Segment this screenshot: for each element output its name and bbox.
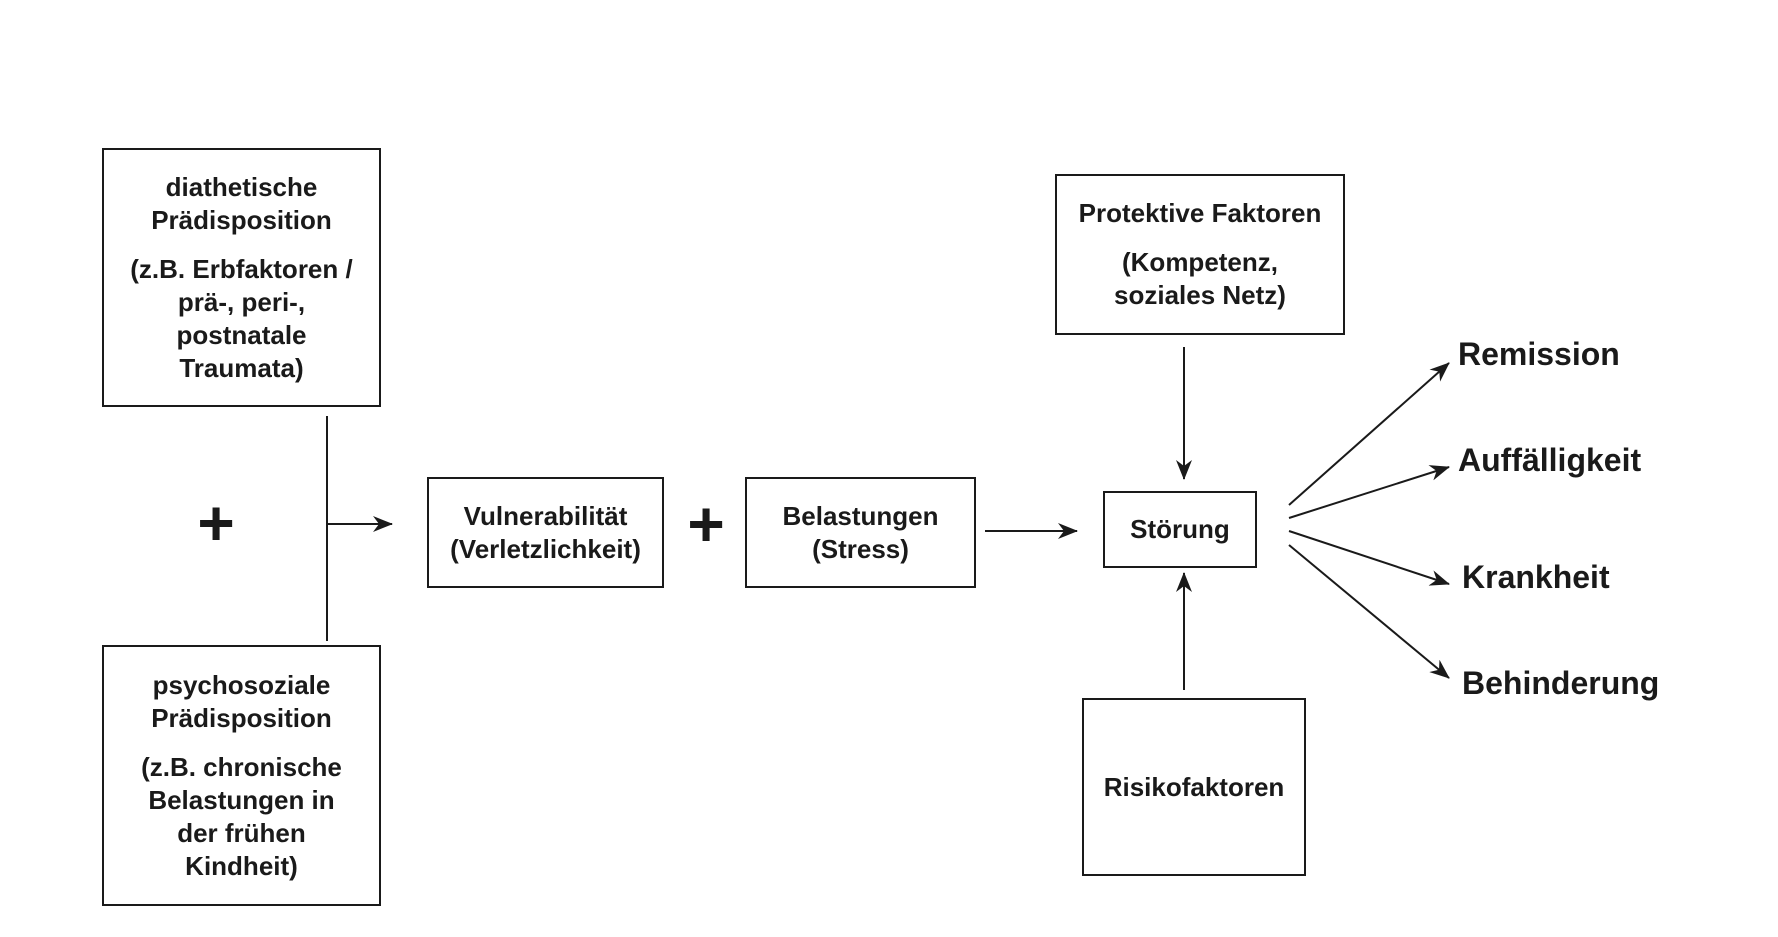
- protective-detail-line-2: soziales Netz): [1114, 280, 1286, 310]
- outcome-auffaelligkeit: Auffälligkeit: [1458, 442, 1642, 478]
- stress-line-1: Belastungen: [782, 500, 939, 531]
- psychosocial-title-line-1: psychosoziale: [152, 669, 331, 700]
- outcome-remission: Remission: [1458, 336, 1620, 372]
- risk-factors-box: Risikofaktoren: [1082, 698, 1306, 876]
- diathesis-title-line-1: diathetische: [165, 171, 318, 202]
- protective-title: Protektive Faktoren: [1078, 198, 1322, 228]
- disorder-box: Störung: [1103, 491, 1257, 568]
- diathesis-detail-line-2: prä-, peri-,: [177, 286, 306, 317]
- vulnerability-line-1: Vulnerabilität: [463, 500, 628, 531]
- psychosocial-detail-line-1: (z.B. chronische: [141, 751, 342, 782]
- stress-box: Belastungen (Stress): [745, 477, 976, 588]
- arrow-to-krankheit: [1288, 530, 1450, 586]
- psychosocial-title-line-2: Prädisposition: [151, 702, 332, 733]
- stress-line-2: (Stress): [812, 533, 909, 564]
- arrow-to-auffaelligkeit: [1288, 465, 1450, 519]
- psychosocial-detail-line-3: der frühen: [177, 817, 306, 848]
- arrow-to-behinderung: [1288, 544, 1450, 679]
- diathesis-detail-line-3: postnatale: [176, 319, 307, 350]
- outcome-behinderung: Behinderung: [1462, 665, 1660, 701]
- diathesis-detail-line-4: Traumata): [179, 352, 304, 383]
- diathesis-box: diathetische Prädisposition (z.B. Erbfak…: [102, 148, 381, 407]
- psychosocial-detail-line-4: Kindheit): [185, 850, 298, 881]
- plus-sign-left: +: [197, 487, 235, 559]
- arrow-to-remission: [1288, 362, 1450, 506]
- diathesis-detail-line-1: (z.B. Erbfaktoren /: [130, 253, 353, 284]
- risk-label: Risikofaktoren: [1103, 771, 1285, 802]
- vulnerability-box: Vulnerabilität (Verletzlichkeit): [427, 477, 664, 588]
- outcome-krankheit: Krankheit: [1462, 559, 1610, 595]
- psychosocial-detail-line-2: Belastungen in: [148, 784, 335, 815]
- psychosocial-box: psychosoziale Prädisposition (z.B. chron…: [102, 645, 381, 906]
- plus-sign-middle: +: [687, 488, 725, 560]
- protective-detail-line-1: (Kompetenz,: [1122, 247, 1278, 277]
- vulnerability-line-2: (Verletzlichkeit): [450, 533, 641, 564]
- protective-factors-box: Protektive Faktoren (Kompetenz, soziales…: [1055, 174, 1345, 335]
- disorder-label: Störung: [1130, 514, 1230, 544]
- diathesis-title-line-2: Prädisposition: [151, 204, 332, 235]
